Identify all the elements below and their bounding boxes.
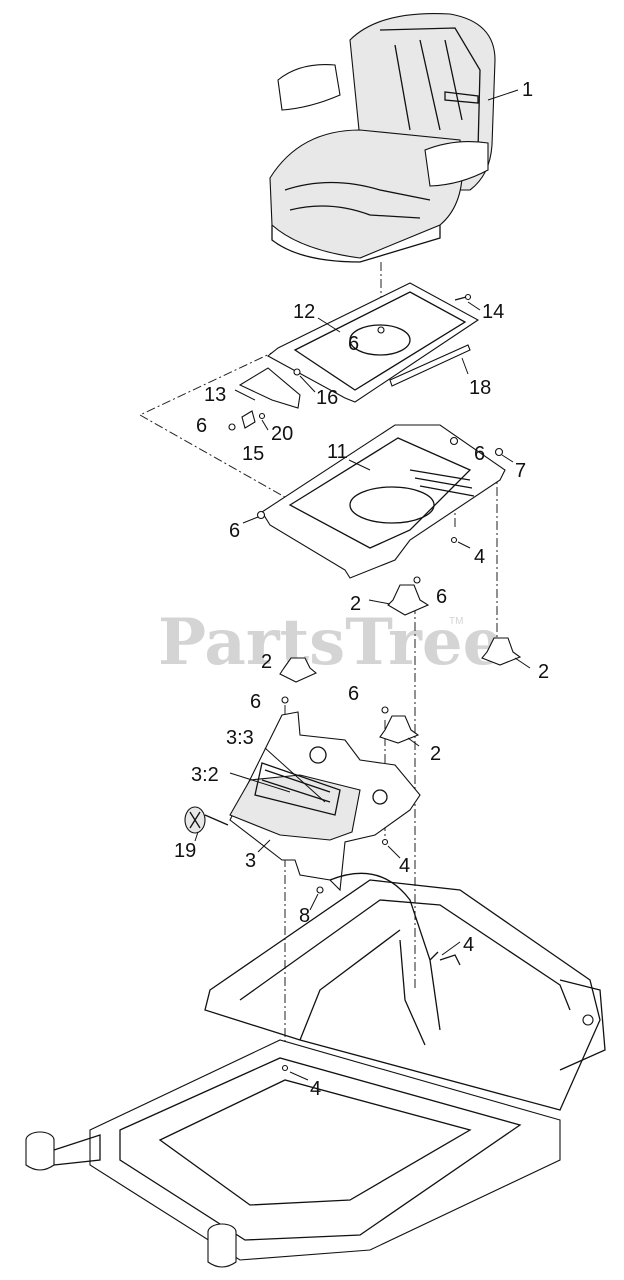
- callout-6: 6: [229, 520, 240, 542]
- knob-part: [184, 806, 229, 834]
- callout-19: 19: [174, 840, 196, 862]
- callout-2: 2: [350, 593, 361, 615]
- leader-lines: [194, 89, 531, 1081]
- callout-11: 11: [327, 441, 348, 463]
- seat-part: [269, 13, 496, 263]
- callout-3-3: 3:3: [226, 727, 254, 749]
- callout-1: 1: [522, 79, 533, 101]
- callout-3-2: 3:2: [191, 764, 219, 786]
- callout-3: 3: [245, 850, 256, 872]
- callout-6: 6: [348, 683, 359, 705]
- callout-8: 8: [299, 905, 310, 927]
- callout-18: 18: [469, 377, 491, 399]
- callout-15: 15: [242, 443, 264, 465]
- seat-plate-part: [267, 282, 480, 403]
- callout-13: 13: [204, 384, 226, 406]
- callout-2: 2: [430, 743, 441, 765]
- callout-7: 7: [515, 460, 526, 482]
- callout-6: 6: [436, 586, 447, 608]
- bracket-hardware: [228, 367, 301, 431]
- callout-4: 4: [399, 855, 410, 877]
- callout-12: 12: [293, 301, 315, 323]
- callout-labels: 1 12 14 6 16 18 13 20 6 15 11 6 7 6 4 2 …: [174, 79, 549, 1100]
- callout-4: 4: [463, 934, 474, 956]
- callout-16: 16: [316, 387, 338, 409]
- callout-14: 14: [482, 301, 504, 323]
- callout-6: 6: [196, 415, 207, 437]
- watermark-text: PartsTree: [158, 605, 503, 680]
- callout-20: 20: [271, 423, 293, 445]
- seat-panel-part: [229, 711, 421, 894]
- callout-2: 2: [538, 661, 549, 683]
- callout-4: 4: [474, 546, 485, 568]
- isolator-mounts: [279, 576, 522, 744]
- callout-6: 6: [348, 333, 359, 355]
- chassis-frame: [25, 872, 606, 1268]
- watermark-trademark: TM: [449, 616, 463, 627]
- callout-4: 4: [310, 1078, 321, 1100]
- mounting-plate-part: [256, 424, 506, 579]
- callout-6: 6: [474, 443, 485, 465]
- callout-2: 2: [261, 651, 272, 673]
- rail-parts: [389, 293, 472, 387]
- callout-6: 6: [250, 691, 261, 713]
